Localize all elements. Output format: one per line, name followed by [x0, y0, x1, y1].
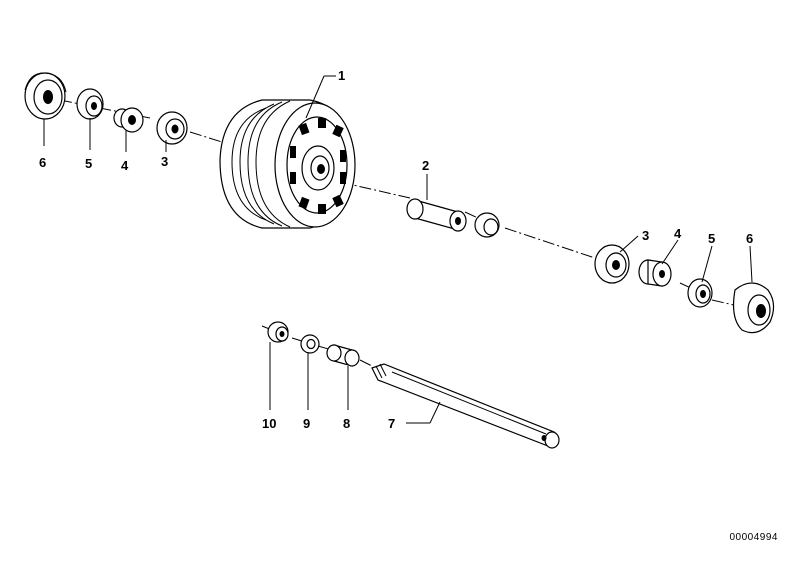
bearing-left	[156, 111, 188, 145]
callout-6-right: 6	[746, 231, 753, 246]
callouts: 1 2 3 4 5 6 3 4 5 6 7 8 9 10	[39, 68, 753, 431]
leader-lines	[43, 75, 753, 424]
cap-nut-left	[24, 72, 67, 120]
nut-left	[76, 88, 104, 120]
axle-nut	[267, 321, 289, 343]
callout-8: 8	[343, 416, 350, 431]
callout-4-right: 4	[674, 226, 682, 241]
ring-spacer	[474, 212, 500, 238]
wheel-hub	[219, 99, 356, 229]
callout-2: 2	[422, 158, 429, 173]
axle-bush	[326, 344, 360, 367]
callout-6-left: 6	[39, 155, 46, 170]
callout-9: 9	[303, 416, 310, 431]
axle-axis	[261, 325, 373, 367]
callout-4-left: 4	[121, 158, 129, 173]
callout-7: 7	[388, 416, 395, 431]
axle	[371, 363, 560, 449]
reference-number: 00004994	[729, 532, 778, 543]
callout-5-right: 5	[708, 231, 715, 246]
washer	[300, 334, 320, 354]
spacer-sleeve-right	[638, 259, 672, 287]
callout-3-right: 3	[642, 228, 649, 243]
spacer-sleeve-left	[113, 107, 144, 133]
cap-nut-right	[732, 282, 775, 334]
callout-10: 10	[262, 416, 276, 431]
callout-1: 1	[338, 68, 345, 83]
tube-spacer	[406, 198, 467, 232]
nut-right	[687, 278, 713, 308]
callout-5-left: 5	[85, 156, 92, 171]
bearing-right	[594, 244, 630, 284]
callout-3-left: 3	[161, 154, 168, 169]
